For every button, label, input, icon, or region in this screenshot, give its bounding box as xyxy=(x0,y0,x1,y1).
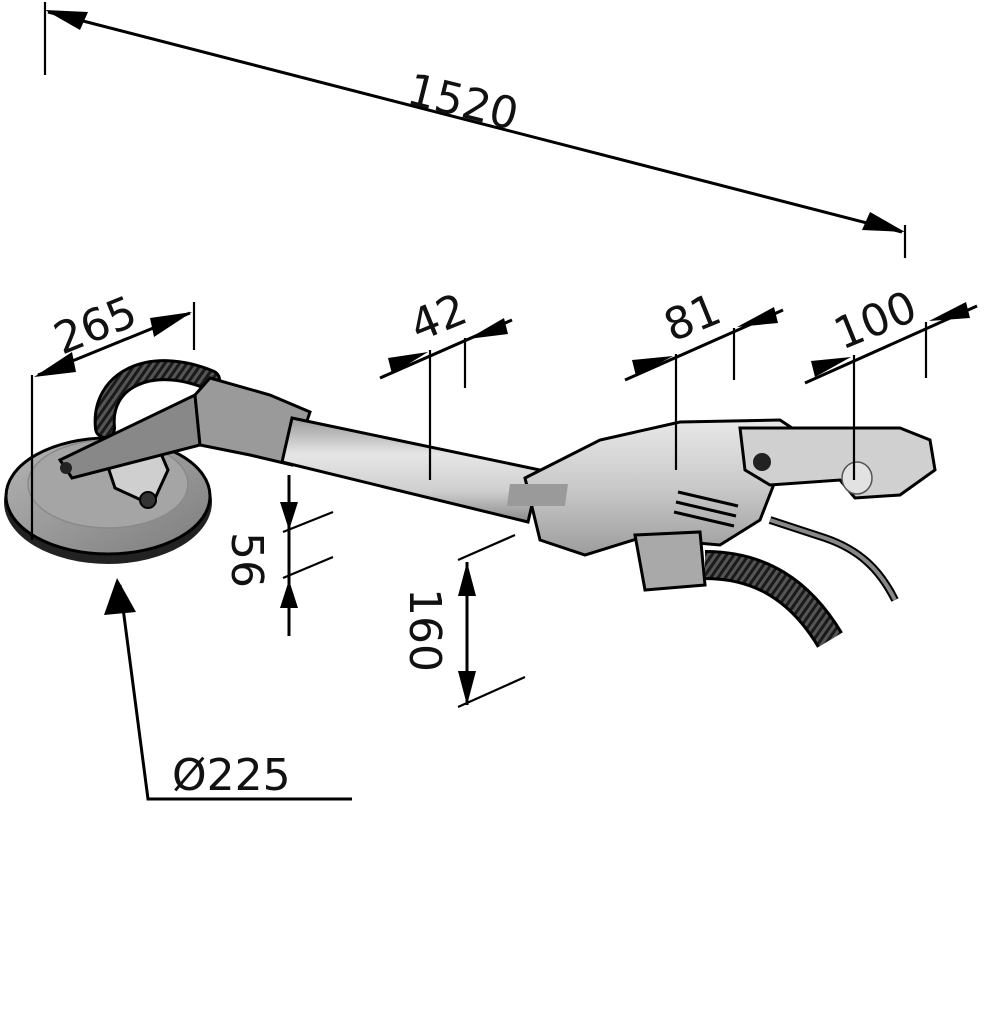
rear-handle xyxy=(738,426,937,500)
dust-hose xyxy=(704,553,841,647)
arrow-head-icon xyxy=(862,212,905,232)
dim-label-overall-length: 1520 xyxy=(402,64,523,141)
motor-housing xyxy=(523,418,797,557)
dim-label-handle-width: 100 xyxy=(827,281,924,360)
dimension-overall-length: 1520 xyxy=(43,2,907,258)
sander-tool xyxy=(4,359,937,648)
vent-slots xyxy=(673,490,739,528)
bracket-screw-icon xyxy=(139,491,157,509)
power-cord xyxy=(769,518,897,601)
handle-cap xyxy=(841,461,873,495)
head-hose xyxy=(96,362,218,436)
dust-port xyxy=(633,530,707,592)
dimension-motor-height: 160 xyxy=(399,533,526,709)
handle-knob-icon xyxy=(753,453,771,471)
dim-label-disc-diameter: Ø225 xyxy=(172,750,291,801)
arrow-head-icon xyxy=(45,10,88,30)
dimension-head-height: 56 xyxy=(221,475,334,636)
dim-label-motor-width: 81 xyxy=(657,284,728,352)
extension-tube xyxy=(280,416,542,524)
arm-pivot-icon xyxy=(60,462,72,474)
dim-label-head-width: 265 xyxy=(47,286,144,365)
dim-label-motor-height: 160 xyxy=(399,588,450,672)
dimension-disc-diameter: Ø225 xyxy=(104,578,352,801)
label-plate xyxy=(506,484,568,506)
leader-arrow-icon xyxy=(104,578,136,615)
dim-label-head-height: 56 xyxy=(221,532,272,588)
